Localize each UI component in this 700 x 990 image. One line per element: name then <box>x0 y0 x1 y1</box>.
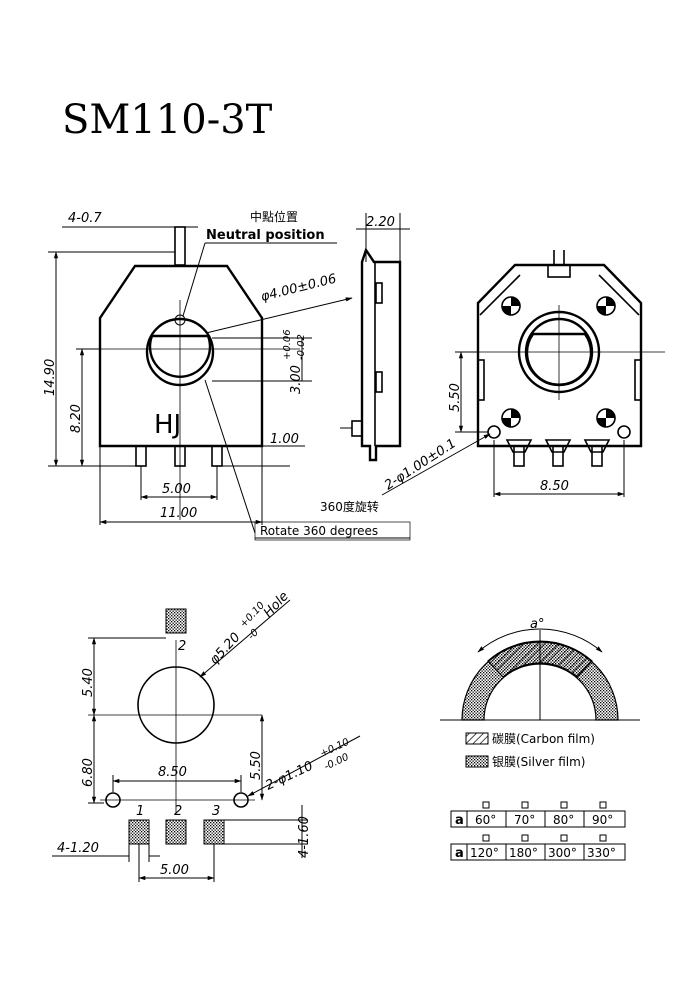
carbon-legend-swatch <box>465 732 489 745</box>
svg-text:80°: 80° <box>553 813 574 827</box>
svg-text:Hole: Hole <box>261 589 292 621</box>
svg-text:a: a <box>455 813 464 828</box>
svg-text:8.20: 8.20 <box>69 404 84 433</box>
svg-text:a: a <box>455 846 464 861</box>
front-pin-2 <box>174 445 186 467</box>
back-pin-3 <box>591 445 603 467</box>
side-profile <box>360 247 402 462</box>
svg-text:11.00: 11.00 <box>160 506 197 521</box>
svg-text:8.50: 8.50 <box>540 479 569 494</box>
shaft-d-profile <box>148 334 212 378</box>
svg-text:4-1.60: 4-1.60 <box>297 816 312 858</box>
back-pin-2 <box>552 445 564 467</box>
quadrant-mark-br <box>596 408 616 428</box>
quadrant-mark-bl <box>501 408 521 428</box>
svg-text:14.90: 14.90 <box>43 359 58 396</box>
pad-top <box>165 608 187 634</box>
back-body-outline <box>476 263 643 448</box>
pad-1 <box>128 819 150 845</box>
front-pin-3 <box>211 445 223 467</box>
boss-right <box>617 425 631 439</box>
svg-text:5.00: 5.00 <box>160 863 189 878</box>
carbon-legend-label: 碳膜(Carbon film) <box>492 732 595 746</box>
part-number-title: SM110-3T <box>62 97 273 143</box>
silver-legend-label: 银膜(Silver film) <box>492 755 585 769</box>
svg-text:φ4.00±0.06: φ4.00±0.06 <box>259 272 338 305</box>
svg-text:6.80: 6.80 <box>81 758 96 787</box>
pad-label-1: 1 <box>136 804 144 819</box>
film-diagram: a° 碳膜(Carbon film) 银膜(Silver film) <box>440 617 640 769</box>
back-pin-1 <box>513 445 525 467</box>
svg-text:4-1.20: 4-1.20 <box>57 841 99 856</box>
svg-text:2-φ1.10: 2-φ1.10 <box>263 759 315 794</box>
svg-text:5.40: 5.40 <box>81 668 96 697</box>
pad-3 <box>203 819 225 845</box>
svg-text:180°: 180° <box>509 846 538 860</box>
svg-text:120°: 120° <box>470 846 499 860</box>
svg-text:2.20: 2.20 <box>366 215 395 230</box>
pad-label-3: 3 <box>212 804 220 819</box>
side-view: 2.20 <box>340 213 410 462</box>
svg-text:5.50: 5.50 <box>249 751 264 780</box>
rotate-label-cn: 360度旋转 <box>320 499 379 514</box>
quadrant-mark-tl <box>501 296 521 316</box>
svg-text:90°: 90° <box>592 813 613 827</box>
svg-text:3.00: 3.00 <box>289 365 304 394</box>
quadrant-mark-tr <box>596 296 616 316</box>
angle-table: a 60° 70° 80° 90° a 120° 180° 300° 330° <box>450 801 626 861</box>
angle-table-row-1: a 60° 70° 80° 90° <box>450 801 626 828</box>
svg-text:+0.06: +0.06 <box>282 329 293 360</box>
svg-text:+0.10: +0.10 <box>238 600 267 630</box>
neutral-label-en: Neutral position <box>206 228 325 243</box>
rotate-label-en: Rotate 360 degrees <box>260 524 378 538</box>
svg-text:5.00: 5.00 <box>162 482 191 497</box>
boss-left <box>487 425 501 439</box>
angle-table-row-2: a 120° 180° 300° 330° <box>450 834 626 861</box>
neutral-tab <box>174 226 186 266</box>
silver-legend-swatch <box>465 755 489 768</box>
svg-text:-0: -0 <box>246 627 261 642</box>
svg-text:330°: 330° <box>587 846 616 860</box>
back-view: 5.50 2-φ1.00±0.1 360度旋转 8.50 <box>320 250 665 514</box>
front-pin-1 <box>135 445 147 467</box>
pad-2 <box>165 819 187 845</box>
svg-text:-0.02: -0.02 <box>296 334 307 360</box>
angle-label: a° <box>530 617 544 632</box>
neutral-label-cn: 中點位置 <box>250 209 298 224</box>
pcb-layout: 2 φ5.20 +0.10 -0 Hole 5.40 6.80 8.50 5.5… <box>52 589 361 882</box>
svg-text:8.50: 8.50 <box>158 765 187 780</box>
svg-text:φ5.20: φ5.20 <box>207 630 244 668</box>
svg-text:300°: 300° <box>548 846 577 860</box>
front-view: HJ 4-0.7 中點位置 Neutral position φ4.00±0.0… <box>43 209 411 541</box>
svg-text:2: 2 <box>178 639 186 654</box>
svg-text:70°: 70° <box>514 813 535 827</box>
pad-label-2: 2 <box>174 804 182 819</box>
svg-text:2-φ1.00±0.1: 2-φ1.00±0.1 <box>382 436 459 493</box>
svg-text:60°: 60° <box>475 813 496 827</box>
svg-text:5.50: 5.50 <box>448 383 463 412</box>
hj-logo: HJ <box>154 410 181 440</box>
svg-text:4-0.7: 4-0.7 <box>68 211 102 226</box>
svg-text:1.00: 1.00 <box>270 432 299 447</box>
